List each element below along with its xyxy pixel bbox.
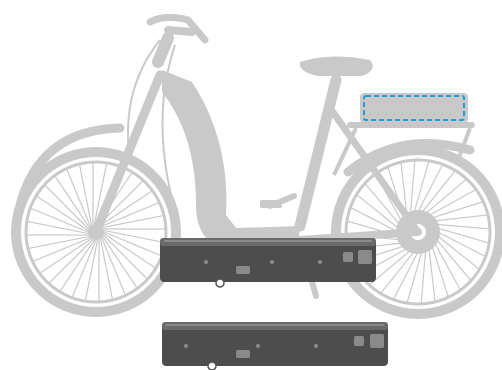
rack-battery-icon (360, 93, 468, 123)
spoke (422, 170, 456, 212)
spoke (429, 249, 435, 302)
spoke (436, 224, 489, 229)
spoke (381, 252, 415, 294)
spoke (421, 250, 426, 303)
spoke (435, 215, 488, 221)
battery-pack-icon (162, 322, 388, 370)
spoke (104, 230, 165, 242)
battery-pack-icon (160, 238, 376, 287)
spoke (27, 221, 88, 233)
spoke (85, 240, 97, 301)
spoke (438, 236, 480, 270)
spoke (410, 160, 415, 213)
